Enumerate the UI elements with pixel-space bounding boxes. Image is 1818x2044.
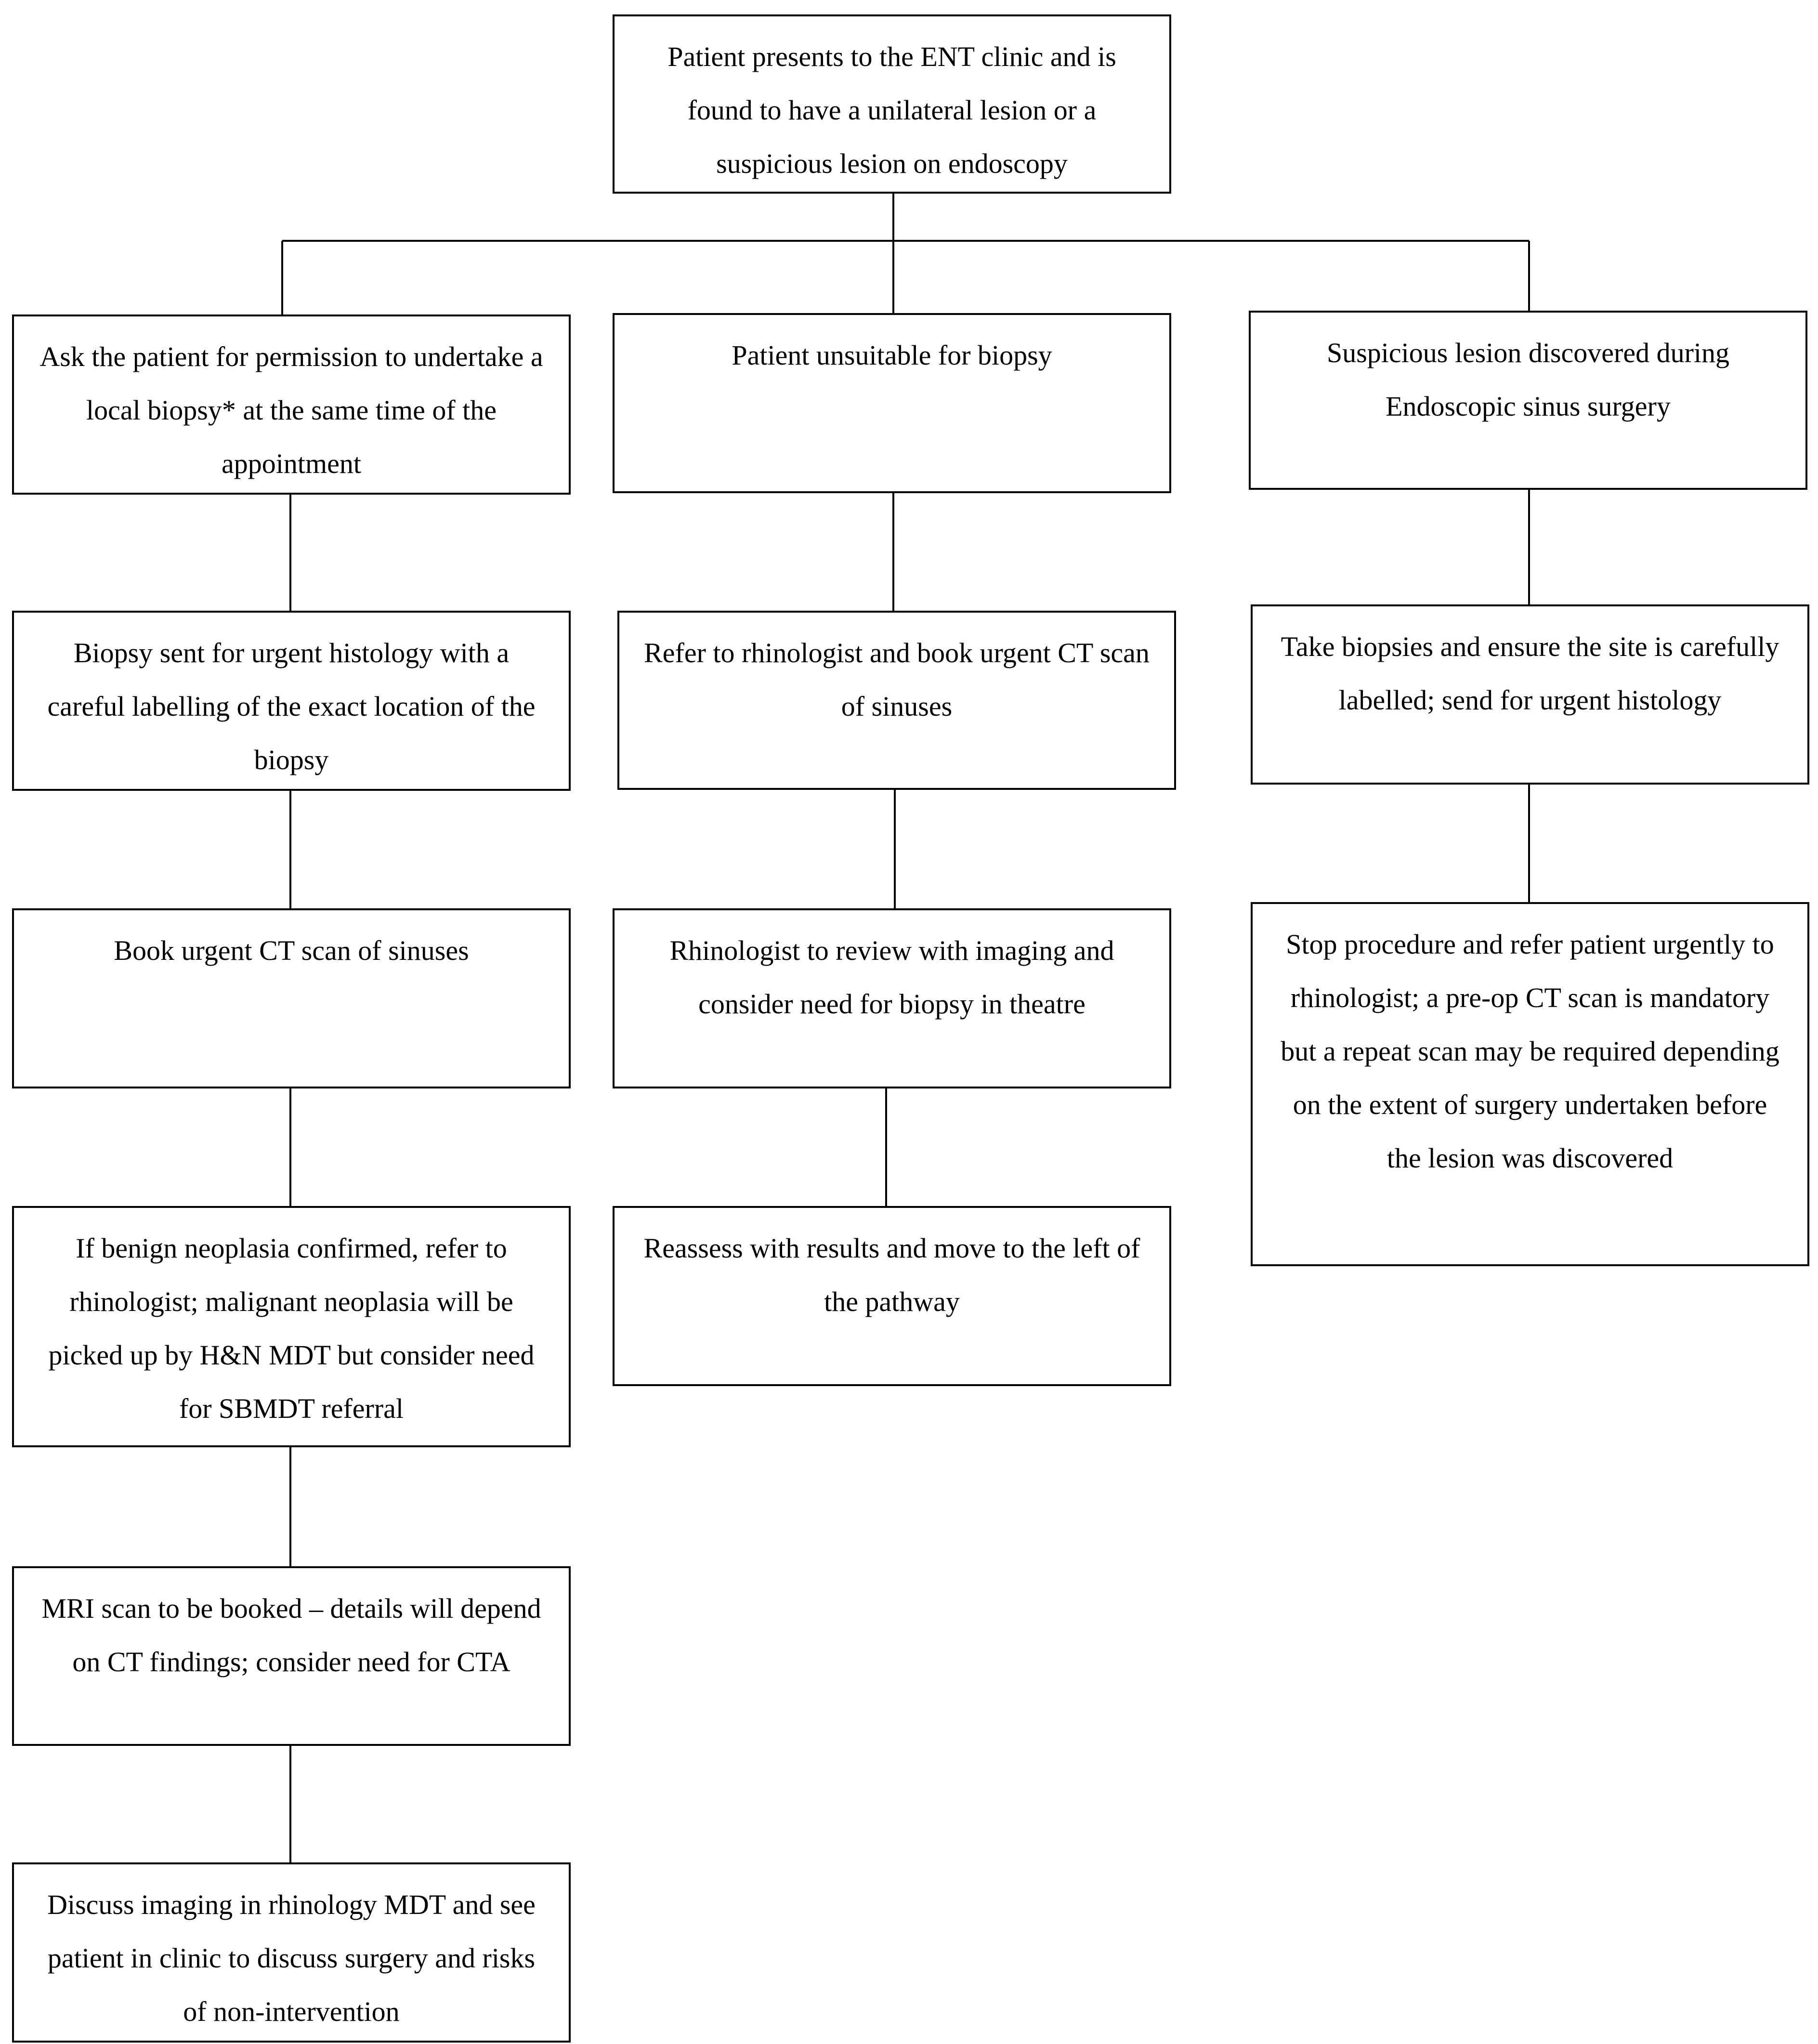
middle-step-3-node: Rhinologist to review with imaging and c…	[613, 908, 1171, 1088]
middle-step-1-node: Patient unsuitable for biopsy	[613, 313, 1171, 493]
left-step-2-node: Biopsy sent for urgent histology with a …	[12, 611, 571, 791]
middle-step-4-node: Reassess with results and move to the le…	[613, 1206, 1171, 1386]
right-step-2-text: Take biopsies and ensure the site is car…	[1281, 631, 1779, 716]
left-step-3-node: Book urgent CT scan of sinuses	[12, 908, 571, 1088]
right-step-3-node: Stop procedure and refer patient urgentl…	[1251, 902, 1809, 1266]
right-step-1-text: Suspicious lesion discovered during Endo…	[1326, 337, 1730, 422]
left-step-4-text: If benign neoplasia confirmed, refer to …	[48, 1232, 535, 1424]
left-step-6-text: Discuss imaging in rhinology MDT and see…	[47, 1889, 536, 2027]
left-step-2-text: Biopsy sent for urgent histology with a …	[47, 637, 536, 775]
right-step-1-node: Suspicious lesion discovered during Endo…	[1249, 311, 1807, 490]
middle-step-1-text: Patient unsuitable for biopsy	[732, 340, 1052, 371]
left-step-3-text: Book urgent CT scan of sinuses	[114, 935, 469, 966]
right-step-2-node: Take biopsies and ensure the site is car…	[1251, 604, 1809, 785]
start-node: Patient presents to the ENT clinic and i…	[613, 14, 1171, 194]
middle-step-3-text: Rhinologist to review with imaging and c…	[669, 935, 1114, 1020]
left-step-4-node: If benign neoplasia confirmed, refer to …	[12, 1206, 571, 1447]
start-node-text: Patient presents to the ENT clinic and i…	[667, 41, 1116, 179]
left-step-5-text: MRI scan to be booked – details will dep…	[41, 1593, 541, 1677]
middle-step-2-text: Refer to rhinologist and book urgent CT …	[644, 637, 1150, 722]
left-step-6-node: Discuss imaging in rhinology MDT and see…	[12, 1862, 571, 2043]
middle-step-4-text: Reassess with results and move to the le…	[643, 1232, 1140, 1317]
left-step-5-node: MRI scan to be booked – details will dep…	[12, 1566, 571, 1746]
left-step-1-text: Ask the patient for permission to undert…	[39, 341, 543, 479]
middle-step-2-node: Refer to rhinologist and book urgent CT …	[617, 611, 1176, 790]
right-step-3-text: Stop procedure and refer patient urgentl…	[1281, 929, 1779, 1174]
left-step-1-node: Ask the patient for permission to undert…	[12, 314, 571, 495]
